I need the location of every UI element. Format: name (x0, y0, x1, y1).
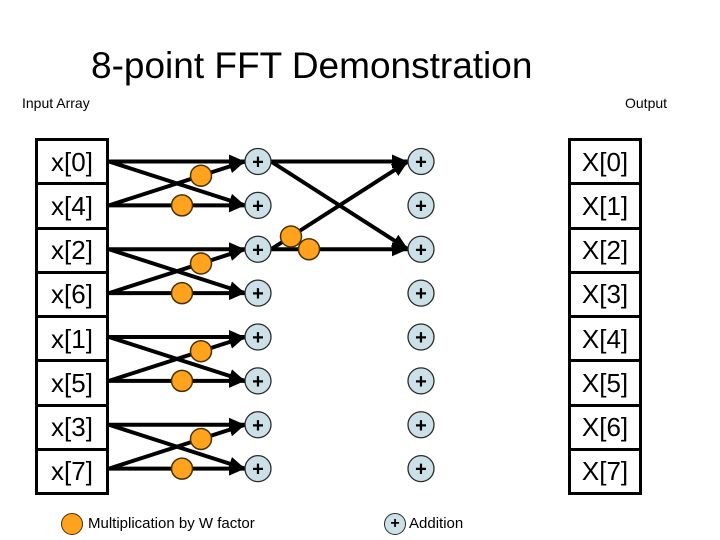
adder-node (244, 235, 272, 263)
plus-symbol: + (415, 327, 427, 349)
multiplier-node (297, 238, 321, 261)
adder-nodes: + + + + + + + + + + + + + + + + (244, 147, 435, 483)
adder-node (407, 454, 435, 483)
adder-node (407, 411, 435, 439)
input-array-cell-1: x[4] (38, 185, 106, 230)
multiplier-node (189, 427, 213, 451)
adder-node (407, 235, 435, 263)
adder-node (244, 411, 272, 439)
output-array-cell-7: X[7] (571, 450, 639, 492)
signal-arrow (108, 335, 246, 383)
input-array-cell-4: x[1] (38, 318, 106, 363)
adder-node (244, 147, 272, 176)
output-array-cell-6: X[6] (571, 406, 639, 451)
multiplier-node (189, 339, 213, 363)
adder-legend-label: Addition (409, 515, 464, 532)
output-array-cell-4: X[4] (571, 318, 639, 363)
output-array-cell-2: X[2] (571, 229, 639, 274)
signal-arrow (108, 422, 246, 471)
input-array-cell-3: x[6] (38, 273, 106, 318)
adder-node (244, 191, 272, 220)
plus-symbol: + (390, 515, 400, 532)
input-array-cell-7: x[7] (38, 450, 106, 492)
adder-node (407, 279, 435, 307)
plus-symbol: + (415, 283, 427, 305)
input-array-label: Input Array (22, 95, 90, 111)
signal-arrow (108, 159, 246, 208)
input-array-column: x[0]x[4]x[2]x[6]x[1]x[5]x[3]x[7] (35, 138, 109, 495)
output-label: Output (625, 95, 668, 111)
plus-symbol: + (252, 415, 264, 437)
multiplier-node (170, 369, 194, 393)
plus-symbol: + (252, 371, 264, 393)
multiplier-legend-label: Multiplication by W factor (88, 515, 255, 532)
signal-arrow (108, 247, 246, 296)
adder-node (407, 191, 435, 220)
adder-node (407, 323, 435, 351)
plus-symbol: + (252, 152, 264, 174)
input-array-cell-2: x[2] (38, 229, 106, 274)
plus-symbol: + (415, 459, 427, 481)
plus-symbol: + (252, 459, 264, 481)
multiplier-node (170, 194, 194, 217)
multiplier-nodes (170, 164, 321, 480)
adder-node (407, 147, 435, 176)
output-array-cell-3: X[3] (571, 273, 639, 318)
multiplier-node (189, 164, 213, 187)
plus-symbol: + (252, 195, 264, 217)
output-array-column: X[0]X[1]X[2]X[3]X[4]X[5]X[6]X[7] (568, 138, 642, 495)
plus-symbol: + (252, 239, 264, 261)
output-array-cell-0: X[0] (571, 141, 639, 186)
plus-symbol: + (415, 371, 427, 393)
plus-symbol: + (415, 415, 427, 437)
input-array-cell-0: x[0] (38, 141, 106, 186)
output-array-cell-5: X[5] (571, 362, 639, 407)
adder-node (244, 279, 272, 307)
plus-symbol: + (252, 327, 264, 349)
multiplier-node (170, 281, 194, 305)
multiplier-node (189, 252, 213, 275)
input-array-cell-6: x[3] (38, 406, 106, 451)
input-array-cell-5: x[5] (38, 362, 106, 407)
output-array-cell-1: X[1] (571, 185, 639, 230)
multiplier-node (279, 225, 303, 248)
adder-node (407, 367, 435, 395)
adder-node (244, 454, 272, 483)
plus-symbol: + (252, 283, 264, 305)
plus-symbol: + (415, 152, 427, 174)
plus-symbol: + (415, 195, 427, 217)
plus-symbol: + (415, 239, 427, 261)
multiplier-node (170, 457, 194, 480)
multiplier-legend-icon (61, 513, 83, 535)
slide-title: 8-point FFT Demonstration (91, 45, 533, 86)
adder-legend-icon: + (384, 513, 406, 535)
adder-node (244, 323, 272, 351)
adder-node (244, 367, 272, 395)
